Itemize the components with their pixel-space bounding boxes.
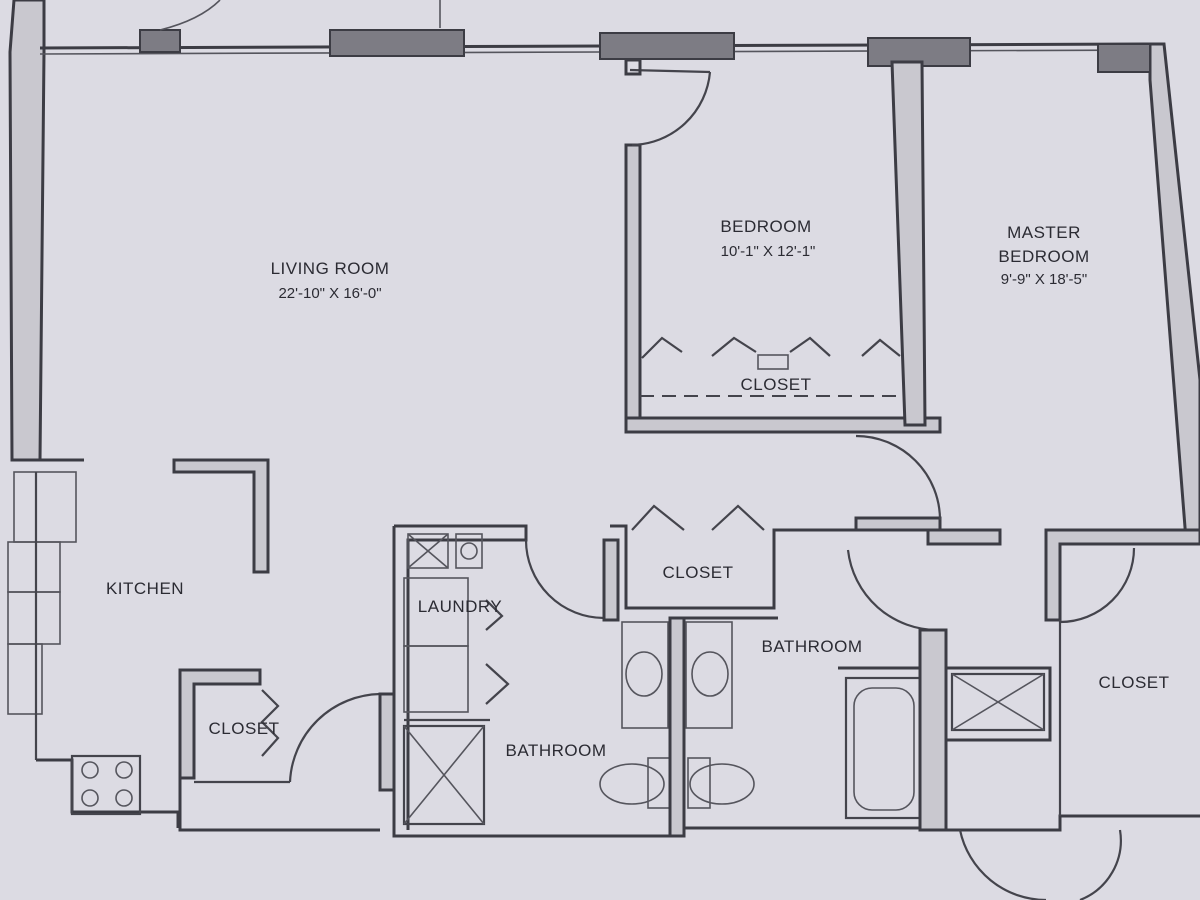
bedroom-dims: 10'-1" X 12'-1"	[721, 243, 816, 260]
stove-icon	[70, 754, 142, 816]
bedroom-walls	[624, 58, 942, 434]
left-bathroom-label: BATHROOM	[506, 741, 607, 760]
kitchen-closet-label: CLOSET	[208, 719, 279, 738]
bedroom-label: BEDROOM	[720, 217, 811, 236]
window-block	[599, 32, 735, 60]
shower-icon	[402, 724, 486, 826]
master-closet-label: CLOSET	[1098, 673, 1169, 692]
room-labels: LIVING ROOM 22'-10" X 16'-0" BEDROOM 10'…	[106, 217, 1169, 760]
window-block	[1097, 43, 1151, 73]
master-bedroom-label-line2: BEDROOM	[998, 247, 1089, 266]
left-bath-walls	[392, 524, 686, 838]
hall-closet-label: CLOSET	[662, 563, 733, 582]
kitchen-label: KITCHEN	[106, 579, 184, 598]
exterior-walls	[8, 0, 1200, 542]
laundry-label: LAUNDRY	[418, 597, 502, 616]
master-closet-walls	[1044, 528, 1200, 816]
right-bath-walls	[610, 434, 1200, 900]
bathtub-icon	[844, 676, 924, 820]
kitchen-walls	[7, 458, 396, 832]
bedroom-closet-label: CLOSET	[740, 375, 811, 394]
master-bedroom-dims: 9'-9" X 18'-5"	[1001, 271, 1087, 288]
right-bathroom-label: BATHROOM	[762, 637, 863, 656]
window-block	[329, 29, 465, 57]
master-bedroom-label-line1: MASTER	[1007, 223, 1081, 242]
window-block	[139, 29, 181, 53]
living-room-label: LIVING ROOM	[271, 259, 390, 278]
living-room-dims: 22'-10" X 16'-0"	[278, 285, 381, 302]
